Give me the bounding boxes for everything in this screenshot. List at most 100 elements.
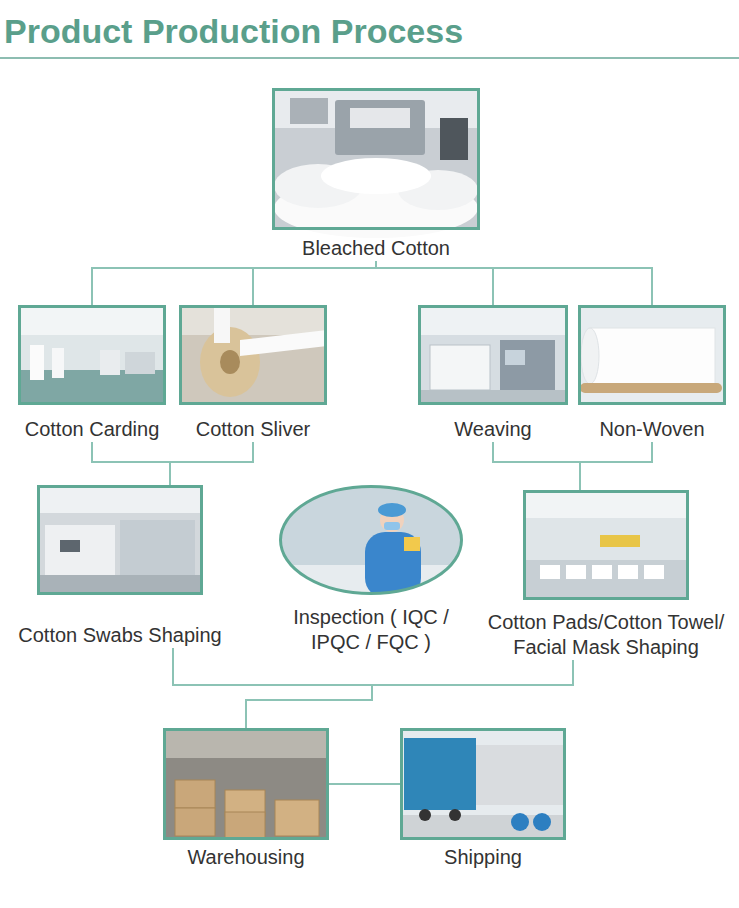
photo-machine [600,535,640,547]
photo-barrel [533,813,551,831]
photo-frame [578,305,726,405]
photo-wall [179,305,327,335]
photo-tube [580,383,722,393]
photo-item [404,537,420,551]
photo-roll [590,328,715,384]
photo-frame [279,485,463,595]
process-step: Cotton Carding [17,305,167,442]
photo-frame [37,485,203,595]
photo-frame [179,305,327,405]
photo-pads [618,565,638,579]
photo-ground [37,485,203,595]
process-step: Inspection ( IQC / IPQC / FQC ) [271,485,471,655]
photo-frame [418,305,568,405]
photo-machine-panel [350,108,410,128]
photo-tape [214,305,230,343]
step-caption: Bleached Cotton [272,236,480,261]
step-caption: Cotton Pads/Cotton Towel/ Facial Mask Sh… [477,610,735,660]
step-caption: Cotton Carding [17,417,167,442]
photo-machine [30,345,44,380]
photo-machine [125,352,155,374]
step-caption: Cotton Sliver [178,417,328,442]
step-caption: Inspection ( IQC / IPQC / FQC ) [271,605,471,655]
connector-line [580,442,652,490]
photo-inspection [279,485,463,598]
photo-floor [37,575,203,595]
photo-pads [540,565,560,579]
process-step: Cotton Swabs Shaping [10,485,230,648]
process-step: Weaving [418,305,568,442]
photo-container [404,738,476,810]
photo-ground [400,728,566,840]
photo-shipping [400,728,566,840]
photo-tape [240,330,327,356]
photo-sliver [179,305,327,405]
photo-window [290,98,328,124]
photo-pads [592,565,612,579]
photo-barrel [511,813,529,831]
process-step: Warehousing [163,728,329,870]
oval-frame [279,485,463,595]
connector-line [493,442,580,490]
photo-carding [18,305,166,405]
photo-weaving [418,305,568,405]
connector-line [173,648,372,728]
step-caption: Warehousing [163,845,329,870]
step-caption: Non-Woven [578,417,726,442]
photo-machine [430,345,490,390]
photo-building [470,745,566,805]
photo-machine [45,525,115,575]
photo-box [175,780,215,808]
photo-machine [100,350,120,375]
photo-ground [418,305,568,405]
photo-table [523,560,689,600]
photo-cotton [321,158,431,194]
photo-frame [18,305,166,405]
photo-swabs [37,485,203,595]
process-step: Cotton Pads/Cotton Towel/ Facial Mask Sh… [477,490,735,660]
photo-machine [335,100,425,155]
step-caption: Shipping [400,845,566,870]
photo-warehouse [163,728,329,840]
photo-machine [120,520,195,575]
connector-line [329,783,400,785]
photo-box [275,800,319,836]
photo-ground [523,490,689,600]
photo-ground [179,305,327,405]
photo-machine [500,340,555,390]
connector-line [376,261,652,305]
photo-worker-mask [384,522,400,530]
photo-pads [644,565,664,579]
photo-bleached-cotton [272,88,480,238]
photo-frame [523,490,689,600]
photo-wheel [449,809,461,821]
title-rule [0,57,739,59]
photo-pads [566,565,586,579]
photo-pads [523,490,689,600]
photo-ground [578,305,726,405]
connector-line [170,442,253,485]
connector-line [92,442,170,485]
step-caption: Weaving [418,417,568,442]
photo-ceiling [523,490,689,518]
photo-roll-end [581,328,599,384]
photo-frame [400,728,566,840]
photo-frame [272,88,480,230]
photo-ground [163,728,329,840]
oval-outline [281,487,462,594]
photo-ceiling [18,305,166,335]
process-step: Shipping [400,728,566,870]
photo-non-woven [578,305,726,405]
process-step: Bleached Cotton [272,88,480,261]
photo-machine [52,348,64,378]
step-caption: Cotton Swabs Shaping [10,623,230,648]
connector-line [246,660,573,728]
process-step: Non-Woven [578,305,726,442]
photo-figure [440,118,468,160]
photo-ceiling [37,485,203,513]
connector-line [253,261,376,305]
photo-spool-core [220,350,240,374]
